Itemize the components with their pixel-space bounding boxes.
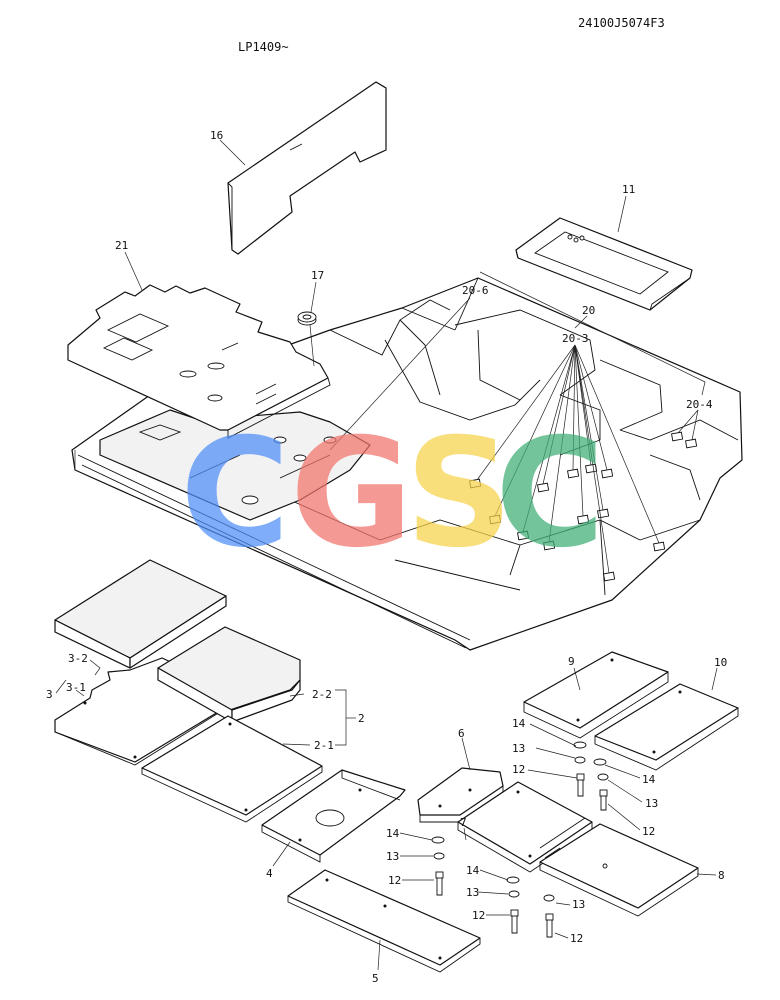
part-3-2-mat bbox=[54, 559, 227, 669]
callout-2: 2 bbox=[358, 712, 365, 725]
part-21-floor-mat bbox=[67, 284, 331, 439]
watermark: C G S C bbox=[180, 407, 605, 581]
callout-20-6: 20-6 bbox=[462, 284, 489, 297]
part-11-plate bbox=[515, 217, 693, 311]
callout-21: 21 bbox=[115, 239, 128, 252]
callout-labels: 16 11 21 17 20-6 20 20-3 20-4 3-2 3 3-1 … bbox=[46, 129, 727, 985]
callout-6: 6 bbox=[458, 727, 465, 740]
callout-3: 3 bbox=[46, 688, 53, 701]
part-2-1-plate bbox=[141, 715, 323, 823]
part-10-plate bbox=[594, 683, 739, 771]
part-17-grommet bbox=[297, 311, 317, 367]
callout-20-4: 20-4 bbox=[686, 398, 713, 411]
fastener-set-b bbox=[593, 758, 609, 811]
part-2-2-mat bbox=[157, 626, 301, 723]
watermark-letter-s: S bbox=[405, 407, 513, 581]
part-8-plate bbox=[539, 823, 699, 917]
callout-14-c: 14 bbox=[386, 827, 400, 840]
callout-20-3: 20-3 bbox=[562, 332, 589, 345]
callout-14-a: 14 bbox=[512, 717, 526, 730]
fastener-set-a bbox=[573, 741, 587, 797]
callout-9: 9 bbox=[568, 655, 575, 668]
callout-17: 17 bbox=[311, 269, 324, 282]
callout-10: 10 bbox=[714, 656, 727, 669]
callout-13-e: 13 bbox=[572, 898, 585, 911]
callout-12-a: 12 bbox=[512, 763, 525, 776]
part-9-plate bbox=[523, 651, 669, 739]
callout-2-1: 2-1 bbox=[314, 739, 334, 752]
watermark-letter-c1: C bbox=[180, 407, 290, 581]
fastener-set-e bbox=[543, 894, 555, 938]
callout-8: 8 bbox=[718, 869, 725, 882]
part-5-plate bbox=[287, 869, 481, 973]
callout-12-b: 12 bbox=[642, 825, 655, 838]
callout-3-2: 3-2 bbox=[68, 652, 88, 665]
callout-3-1: 3-1 bbox=[66, 681, 86, 694]
fastener-set-d bbox=[506, 876, 520, 934]
callout-13-b: 13 bbox=[645, 797, 658, 810]
callout-20: 20 bbox=[582, 304, 595, 317]
part-4-plate bbox=[261, 769, 406, 863]
part-7-plate bbox=[457, 781, 593, 873]
callout-14-d: 14 bbox=[466, 864, 480, 877]
callout-4: 4 bbox=[266, 867, 273, 880]
callout-13-c: 13 bbox=[386, 850, 399, 863]
callout-16: 16 bbox=[210, 129, 223, 142]
part-code-label: 24100J5074F3 bbox=[578, 16, 665, 30]
watermark-letter-c2: C bbox=[495, 407, 605, 581]
callout-2-2: 2-2 bbox=[312, 688, 332, 701]
part-20-pads bbox=[329, 271, 706, 582]
callout-7: 7 bbox=[460, 816, 467, 829]
leader-lines bbox=[55, 139, 718, 971]
callout-12-c: 12 bbox=[388, 874, 401, 887]
part-16-board bbox=[227, 81, 387, 255]
callout-11: 11 bbox=[622, 183, 635, 196]
callout-13-a: 13 bbox=[512, 742, 525, 755]
fastener-set-c bbox=[431, 836, 445, 896]
watermark-letter-g: G bbox=[290, 407, 413, 581]
callout-14-b: 14 bbox=[642, 773, 656, 786]
serial-range-label: LP1409~ bbox=[238, 40, 289, 54]
callout-13-d: 13 bbox=[466, 886, 479, 899]
callout-5: 5 bbox=[372, 972, 379, 985]
callout-12-d: 12 bbox=[472, 909, 485, 922]
callout-12-e: 12 bbox=[570, 932, 583, 945]
